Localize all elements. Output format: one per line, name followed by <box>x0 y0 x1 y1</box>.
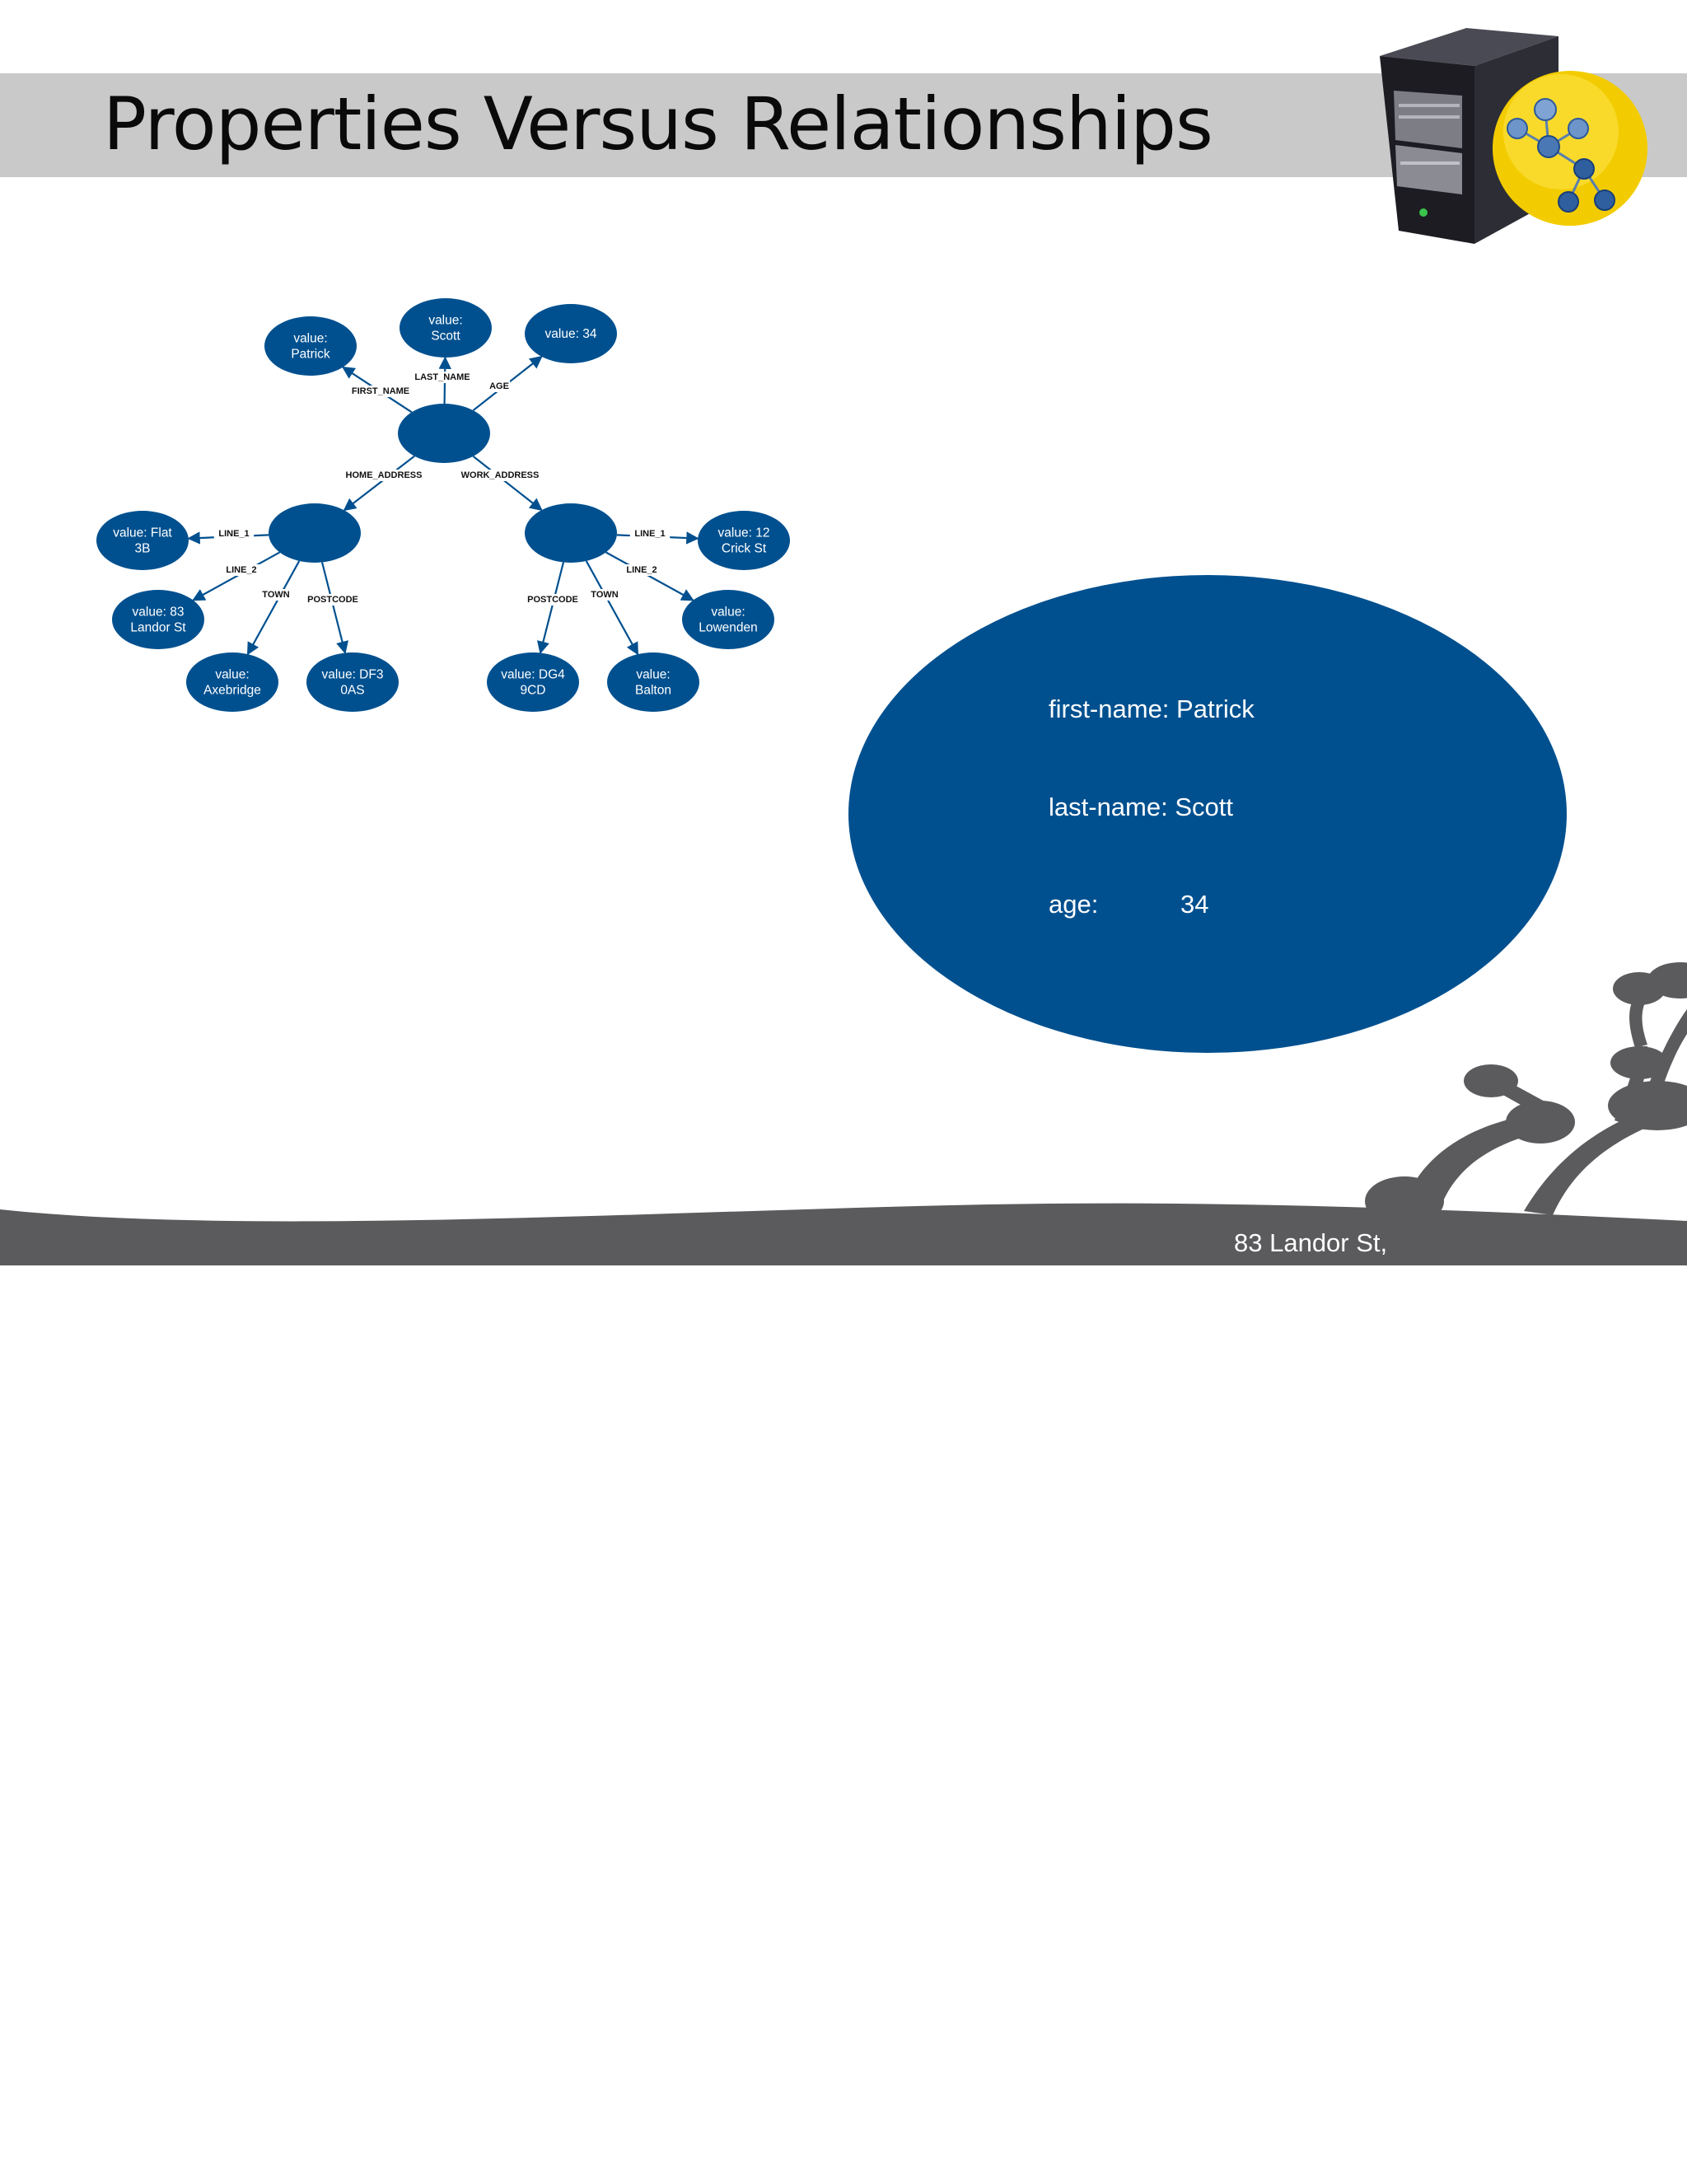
edge-label-town: TOWN <box>262 590 289 600</box>
edge-label-line-2: LINE_2 <box>226 565 256 575</box>
edge-label-bg <box>413 372 472 383</box>
node-home-line1: value: Flat 3B <box>96 511 189 570</box>
edge-label-bg <box>526 594 579 606</box>
edge-label-last-name: LAST_NAME <box>414 372 470 382</box>
edge-label-bg <box>591 589 619 601</box>
node-label: Landor St <box>130 621 186 635</box>
node-label: Axebridge <box>203 684 261 698</box>
edge-work-work_town <box>585 560 639 656</box>
summary-work-address: work-address:Acme Ltd, 12 Crick St, Balt… <box>1049 1729 1353 2052</box>
edge-label-bg <box>461 470 539 481</box>
tree-silhouette-decoration <box>0 962 1687 1265</box>
node-last-name: value: Scott <box>400 298 492 358</box>
node-label: 3B <box>135 542 151 556</box>
node-shape <box>525 304 617 363</box>
edge-home-home_postcode <box>320 562 349 654</box>
edge-label-bg <box>488 381 511 392</box>
node-label: 0AS <box>340 684 364 698</box>
edge-label-line-1: LINE_1 <box>634 529 665 539</box>
edge-label-line-2: LINE_2 <box>626 565 657 575</box>
node-label: value: DF3 <box>322 668 384 682</box>
node-shape <box>400 298 492 358</box>
edge-label-bg <box>345 470 423 481</box>
node-label: value: <box>215 668 249 682</box>
summary-properties: first-name: Patrick last-name: Scott age… <box>1049 628 1387 2184</box>
edge-label-bg <box>306 594 359 606</box>
edge-label-age: AGE <box>489 381 509 391</box>
summary-node <box>848 575 1567 1053</box>
edge-label-bg <box>348 386 413 397</box>
summary-age: age:34 <box>1049 890 1209 919</box>
summary-home-address: home-address:Flat 3B, 83 Landor St, Axeb… <box>1049 1130 1388 1453</box>
node-first-name: value: Patrick <box>264 316 357 376</box>
edge-person-home <box>343 455 415 512</box>
edge-label-bg <box>629 528 671 540</box>
node-shape <box>112 590 204 649</box>
node-shape <box>525 503 617 563</box>
node-label: Lowenden <box>699 621 758 635</box>
edge-label-town: TOWN <box>591 590 618 600</box>
edge-person-work <box>472 455 543 512</box>
node-work-postcode: value: DG4 9CD <box>487 652 579 712</box>
node-work <box>525 503 617 563</box>
edge-label-bg <box>221 564 262 576</box>
node-label: value: 34 <box>545 327 597 341</box>
node-work-line2: value:Lowenden <box>682 590 774 649</box>
edge-label-bg <box>621 564 662 576</box>
node-label: value: <box>428 314 462 328</box>
node-home <box>269 503 361 563</box>
graph-diagram: value: Patrick value: Scott value: 34 value: … <box>96 298 790 712</box>
summary-last-name: last-name: Scott <box>1049 792 1234 821</box>
node-label: value: 12 <box>718 526 770 540</box>
node-age: value: 34 <box>525 304 617 363</box>
node-shape <box>607 652 699 712</box>
edge-label-postcode: POSTCODE <box>307 595 358 605</box>
node-home-town: value: Axebridge <box>186 652 278 712</box>
node-shape <box>682 590 774 649</box>
node-shape <box>264 316 357 376</box>
node-shape <box>698 511 790 570</box>
node-label: Balton <box>635 684 671 698</box>
node-person <box>398 404 490 463</box>
edge-label-home-address: HOME_ADDRESS <box>346 470 423 480</box>
node-work-town: value: Balton <box>607 652 699 712</box>
node-label: value: Flat <box>113 526 172 540</box>
node-shape <box>186 652 278 712</box>
summary-first-name: first-name: Patrick <box>1049 694 1255 723</box>
node-label: 9CD <box>520 684 545 698</box>
node-work-line1: value: 12 Crick St <box>698 511 790 570</box>
node-label: value: <box>711 606 745 620</box>
node-label: value: DG4 <box>501 668 565 682</box>
node-label: value: <box>293 332 327 346</box>
node-shape <box>269 503 361 563</box>
node-label: value: 83 <box>133 606 185 620</box>
node-shape <box>306 652 399 712</box>
slide-title: Properties Versus Relationships <box>103 82 1213 166</box>
edge-label-postcode: POSTCODE <box>527 595 578 605</box>
edge-label-line-1: LINE_1 <box>218 529 249 539</box>
slide: Properties Versus Relationships <box>0 28 1687 1265</box>
node-shape <box>487 652 579 712</box>
node-shape <box>96 511 189 570</box>
edge-label-bg <box>262 589 290 601</box>
node-label: Crick St <box>722 542 767 556</box>
server-logo <box>1380 28 1647 244</box>
node-label: value: <box>636 668 670 682</box>
edge-home-home_line2 <box>192 551 281 601</box>
edge-label-bg <box>213 528 255 540</box>
node-shape <box>398 404 490 463</box>
graph-network-icon <box>1493 71 1647 226</box>
edge-home-home_town <box>246 560 301 656</box>
edge-label-first-name: FIRST_NAME <box>352 386 409 396</box>
node-label: Patrick <box>291 348 330 362</box>
edge-work-work_postcode <box>536 562 565 654</box>
edge-work-work_line2 <box>605 551 694 601</box>
node-home-postcode: value: DF3 0AS <box>306 652 399 712</box>
node-label: Scott <box>431 330 460 344</box>
edge-label-work-address: WORK_ADDRESS <box>461 470 540 480</box>
